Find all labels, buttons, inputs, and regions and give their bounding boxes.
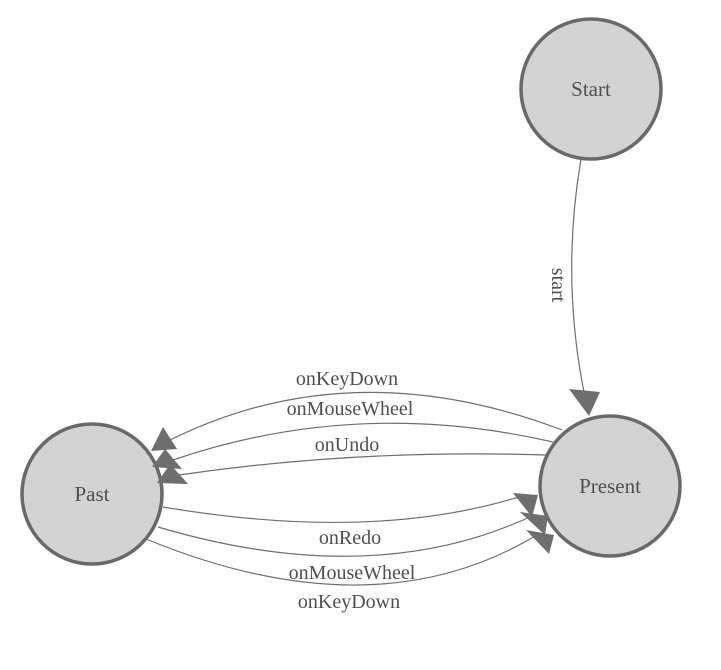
arrowheads-group [151, 389, 600, 554]
edge-past-to-present-onredo [162, 494, 526, 523]
node-present-circle[interactable] [538, 414, 682, 558]
edge-past-to-present-onkeydown [145, 532, 541, 586]
node-start-circle[interactable] [519, 17, 663, 161]
edge-label-onmousewheel-bottom: onMouseWheel [289, 562, 416, 584]
edge-present-to-past-onmousewheel [172, 422, 554, 461]
arrowhead-onmousewheel-at-past [152, 449, 182, 469]
edge-label-onkeydown-bottom: onKeyDown [298, 591, 400, 613]
node-past-label: Past [74, 482, 109, 506]
node-start[interactable]: Start [519, 17, 663, 161]
edge-labels-group: start onKeyDown onMouseWheel onUndo onRe… [287, 268, 569, 613]
edge-label-onundo: onUndo [315, 434, 379, 456]
edge-label-onkeydown-top: onKeyDown [296, 368, 398, 390]
node-past-circle[interactable] [20, 422, 164, 566]
edge-past-to-present-onmousewheel [157, 514, 535, 557]
edge-label-start: start [547, 268, 569, 303]
node-present-label: Present [579, 474, 641, 498]
arrowhead-onkeydown-at-present [526, 530, 554, 554]
node-past[interactable]: Past [20, 422, 164, 566]
arrowhead-onmousewheel-at-present [520, 512, 548, 535]
arrowhead-start-to-present [569, 389, 600, 416]
edge-start-to-present [571, 158, 585, 393]
node-present[interactable]: Present [538, 414, 682, 558]
edge-label-onmousewheel-top: onMouseWheel [287, 398, 414, 420]
arrowhead-onkeydown-at-past [151, 427, 177, 451]
edge-present-to-past-onkeydown [169, 391, 563, 441]
node-start-label: Start [571, 77, 611, 101]
edges-group [145, 158, 585, 586]
edge-present-to-past-onundo [178, 453, 547, 476]
edge-label-onredo: onRedo [319, 527, 381, 549]
arrowhead-onundo-at-past [157, 464, 188, 484]
arrowhead-onredo-at-present [513, 493, 538, 517]
